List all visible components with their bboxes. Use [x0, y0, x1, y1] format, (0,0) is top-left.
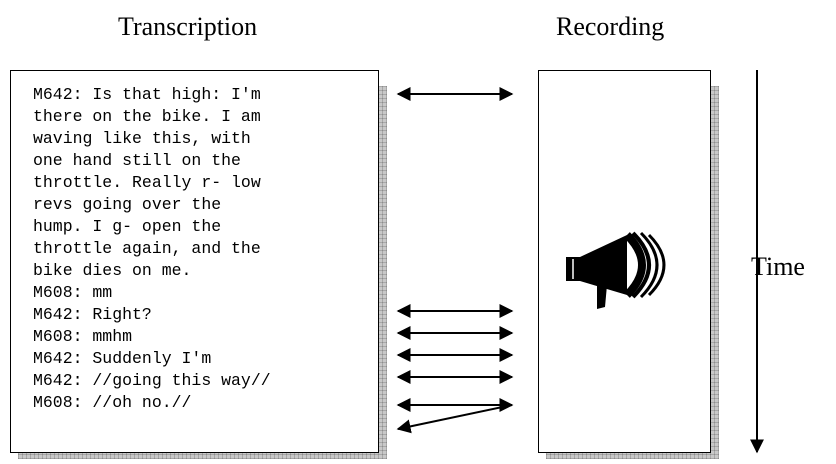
transcript-line: revs going over the	[33, 195, 222, 214]
transcript-line: waving like this, with	[33, 129, 251, 148]
transcript-line: M642: Is that high: I'm	[33, 85, 261, 104]
transcript-line: M642: Right?	[33, 305, 152, 324]
transcript-line: one hand still on the	[33, 151, 241, 170]
transcript-line: M642: Suddenly I'm	[33, 349, 212, 368]
overlap-arrow	[396, 404, 513, 434]
transcript-line: M608: mm	[33, 283, 113, 302]
transcript-line: M642: //going this way//	[33, 371, 271, 390]
transcript-line: hump. I g- open the	[33, 217, 222, 236]
recording-heading: Recording	[556, 12, 665, 41]
transcript-line: throttle. Really r- low	[33, 173, 261, 192]
transcript-line: M608: mmhm	[33, 327, 133, 346]
transcript-line: throttle again, and the	[33, 239, 261, 258]
megaphone-icon	[566, 231, 666, 309]
transcript-line: M608: //oh no.//	[33, 393, 192, 412]
transcript-line: there on the bike. I am	[33, 107, 261, 126]
transcript-line: bike dies on me.	[33, 261, 192, 280]
time-label: Time	[751, 252, 805, 281]
transcription-heading: Transcription	[118, 12, 258, 41]
transcription-box: M642: Is that high: I'm there on the bik…	[10, 70, 379, 453]
recording-box	[538, 70, 711, 453]
